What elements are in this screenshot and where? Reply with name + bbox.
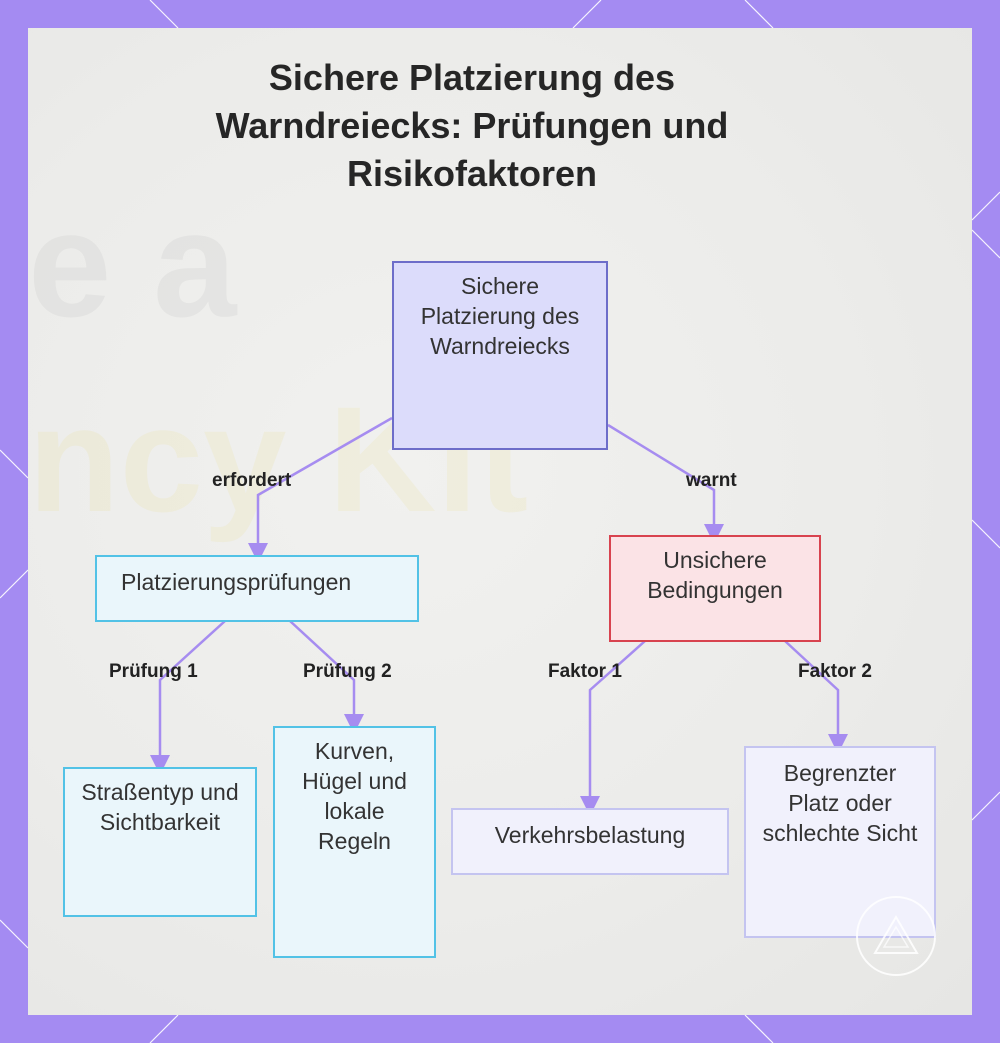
warning-triangle-watermark-icon xyxy=(856,896,936,976)
node-limited-space: Begrenzter Platz oder schlechte Sicht xyxy=(744,746,936,938)
background-photo-text: e a xyxy=(28,180,237,348)
edge-checks-to-road-type xyxy=(150,620,226,775)
edge-unsafe-to-limited-space xyxy=(784,640,848,754)
edge-label-check1: Prüfung 1 xyxy=(109,661,198,682)
edge-label-factor1: Faktor 1 xyxy=(548,661,622,682)
node-placement-checks: Platzierungsprüfungen xyxy=(95,555,419,622)
node-root: Sichere Platzierung des Warndreiecks xyxy=(392,261,608,450)
node-road-type-visibility: Straßentyp und Sichtbarkeit xyxy=(63,767,257,917)
edge-label-requires: erfordert xyxy=(212,470,292,491)
edge-label-check2: Prüfung 2 xyxy=(303,661,392,682)
edge-checks-to-curves xyxy=(289,620,364,734)
edge-label-warns: warnt xyxy=(686,470,737,491)
edge-label-factor2: Faktor 2 xyxy=(798,661,872,682)
node-unsafe-conditions: Unsichere Bedingungen xyxy=(609,535,821,642)
node-curves-hills-rules: Kurven, Hügel und lokale Regeln xyxy=(273,726,436,958)
node-traffic-load: Verkehrsbelastung xyxy=(451,808,729,875)
diagram-title: Sichere Platzierung des Warndreiecks: Pr… xyxy=(215,57,729,194)
edge-root-to-unsafe xyxy=(607,423,724,544)
edge-unsafe-to-traffic xyxy=(580,640,646,816)
edge-root-to-checks xyxy=(248,416,393,563)
